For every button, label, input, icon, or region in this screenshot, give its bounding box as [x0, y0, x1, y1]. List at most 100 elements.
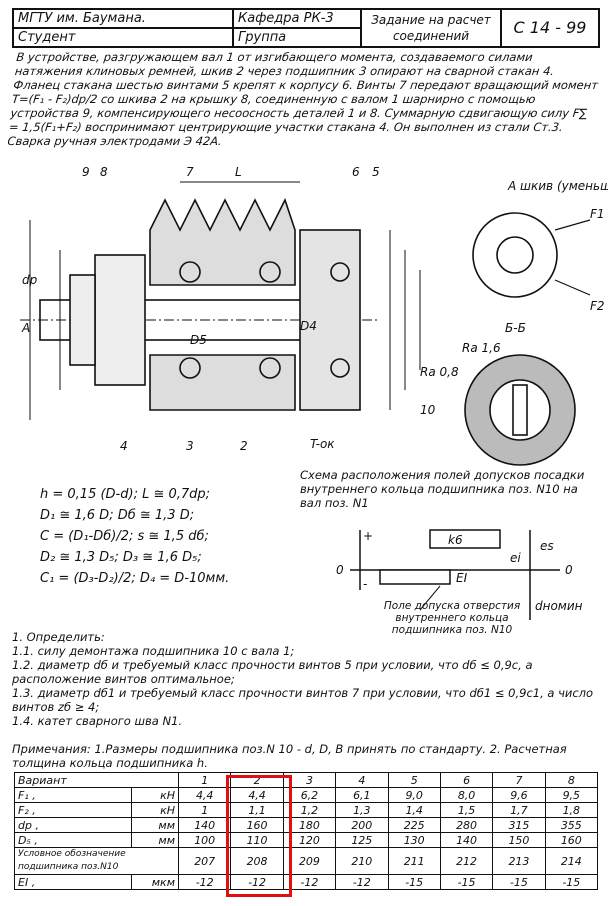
label-3: 3 [186, 439, 194, 453]
row-unit: мм [131, 832, 179, 848]
label-9: 9 [82, 165, 90, 179]
tolerance-scheme: k6 0 + - ei es EI dномин 0 [336, 529, 583, 620]
cell: 130 [387, 832, 441, 848]
header-cell: 6 [439, 772, 494, 788]
formula-line: h = 0,15 (D-d); L ≅ 0,7dp; [40, 487, 211, 502]
department-cell: Кафедра РК-3 [232, 8, 362, 29]
header-cell: 4 [335, 772, 389, 788]
cell: 180 [282, 817, 337, 833]
label-4: 4 [120, 439, 128, 453]
header-cell: 7 [492, 772, 546, 788]
label-10: 10 [420, 403, 436, 417]
cell: 315 [492, 817, 546, 833]
code-cell: С 14 - 99 [500, 8, 600, 48]
scheme-title: Схема расположения полей допусков посадк… [300, 468, 585, 510]
plus-label: + [363, 529, 373, 543]
task-title-cell: Задание на расчет соединений [360, 8, 502, 48]
dnom-label: dномин [535, 599, 583, 613]
row-unit: мм [131, 817, 179, 833]
assembly-drawing: 9 8 7 L 6 5 dp A D5 D4 4 3 2 T-ок 10 А ш… [20, 165, 608, 466]
cell: -15 [544, 874, 599, 890]
cell: 6,1 [335, 787, 389, 803]
roughness-1: Ra 1,6 [462, 341, 501, 355]
cell: 213 [492, 847, 546, 875]
table-header-row: Вариант 1 2 3 4 5 6 7 8 [14, 772, 599, 788]
university-cell: МГТУ им. Баумана. [12, 8, 234, 29]
label-5: 5 [372, 165, 380, 179]
cell: -12 [177, 874, 232, 890]
cell: 140 [177, 817, 232, 833]
label-T-ok: T-ок [310, 437, 335, 451]
cell: 1,5 [439, 802, 494, 818]
ei-field [379, 569, 451, 585]
header-cell: Вариант [14, 772, 179, 788]
cell: 210 [335, 847, 389, 875]
formula-line: D₂ ≅ 1,3 D₅; D₃ ≅ 1,6 D₅; [40, 550, 202, 565]
cell: 212 [439, 847, 494, 875]
label-8: 8 [100, 165, 108, 179]
cell: 1,3 [335, 802, 389, 818]
cell: 125 [335, 832, 389, 848]
header-cell: 1 [177, 772, 232, 788]
cell: 4,4 [177, 787, 232, 803]
cell: 211 [387, 847, 441, 875]
task-item: 1.1. силу демонтажа подшипника 10 с вала… [12, 644, 295, 658]
notes: Примечания: 1.Размеры подшипника поз.N 1… [12, 742, 567, 770]
row-label: D₅ , [14, 832, 132, 848]
formula-line: C₁ = (D₃-D₂)/2; D₄ = D-10мм. [40, 571, 230, 586]
EI-label: EI [456, 571, 468, 585]
label-dp: dp [22, 273, 38, 287]
formulas: h = 0,15 (D-d); L ≅ 0,7dp; D₁ ≅ 1,6 D; D… [40, 484, 229, 589]
cell: 100 [177, 832, 232, 848]
row-label: EI , [14, 874, 132, 890]
variant-2-highlight [226, 775, 292, 897]
cell: -15 [387, 874, 441, 890]
label-D5: D5 [190, 333, 207, 347]
cell: 214 [544, 847, 599, 875]
welded-cup [94, 254, 146, 386]
zero-label-right: 0 [565, 563, 573, 577]
cell: 9,6 [492, 787, 546, 803]
cell: 225 [387, 817, 441, 833]
row-unit: кН [131, 802, 179, 818]
cell: 1,8 [544, 802, 599, 818]
task-item: 1.4. катет сварного шва N1. [12, 714, 183, 728]
title-block: МГТУ им. Баумана. Кафедра РК-3 Задание н… [12, 8, 600, 48]
row-label: F₂ , [14, 802, 132, 818]
variants-table: Вариант 1 2 3 4 5 6 7 8 F₁ , кН 4,4 4,4 … [14, 772, 599, 890]
cell: 9,0 [387, 787, 441, 803]
formula-line: C = (D₁-Dб)/2; s ≅ 1,5 dб; [40, 529, 209, 544]
student-cell: Студент [12, 27, 234, 48]
housing [299, 229, 361, 411]
label-L: L [235, 165, 242, 179]
pulley [149, 197, 296, 286]
cell: -15 [439, 874, 494, 890]
label-7: 7 [186, 165, 194, 179]
bearing-ball [179, 261, 201, 283]
cell: 200 [335, 817, 389, 833]
pulley-view-a [472, 212, 558, 298]
cell: 207 [177, 847, 232, 875]
cell: 280 [439, 817, 494, 833]
es-label: es [540, 539, 554, 553]
cell: 8,0 [439, 787, 494, 803]
table-row: Условное обозначение подшипника поз.N10 … [14, 847, 599, 875]
table-row: F₁ , кН 4,4 4,4 6,2 6,1 9,0 8,0 9,6 9,5 [14, 787, 599, 803]
table-row: D₅ , мм 100 110 120 125 130 140 150 160 [14, 832, 599, 848]
row-label: F₁ , [14, 787, 132, 803]
label-6: 6 [352, 165, 360, 179]
roughness-2: Ra 0,8 [420, 365, 459, 379]
group-cell: Группа [232, 27, 362, 48]
ei-label: ei [510, 551, 521, 565]
label-f1: F1 [590, 207, 605, 221]
cell: -15 [492, 874, 546, 890]
header-cell: 5 [387, 772, 441, 788]
cell: 9,5 [544, 787, 599, 803]
cell: 160 [544, 832, 599, 848]
cell: 1,7 [492, 802, 546, 818]
cell: -12 [335, 874, 389, 890]
cell: 1,4 [387, 802, 441, 818]
table-row: F₂ , кН 1 1,1 1,2 1,3 1,4 1,5 1,7 1,8 [14, 802, 599, 818]
scheme-caption: Поле допуска отверстия внутреннего кольц… [383, 600, 521, 636]
